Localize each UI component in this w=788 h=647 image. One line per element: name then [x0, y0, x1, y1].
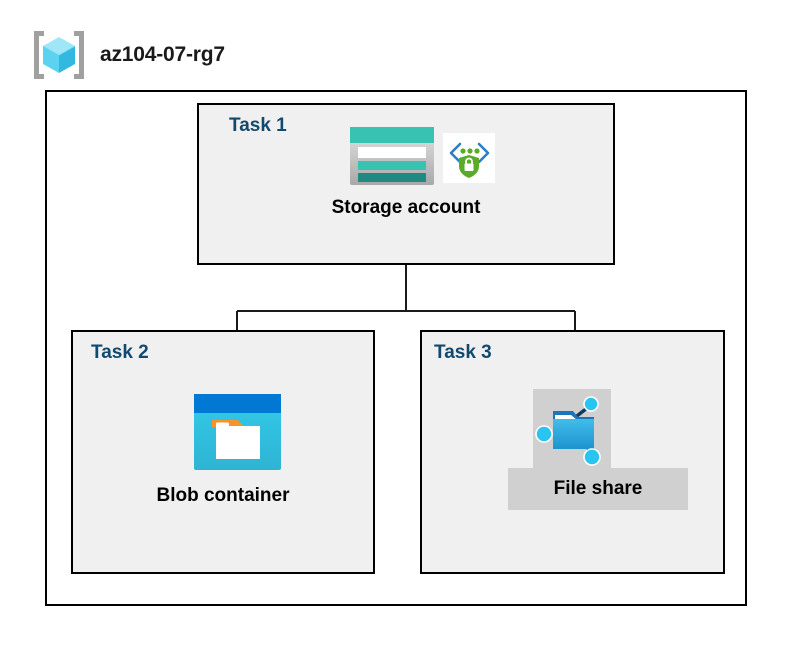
file-share-icon — [533, 389, 611, 476]
file-share-label-highlight — [508, 468, 688, 510]
storage-account-icon — [348, 125, 436, 192]
resource-group-name: az104-07-rg7 — [100, 43, 225, 66]
task-2-label: Task 2 — [91, 342, 149, 363]
resource-group-header: az104-07-rg7 — [30, 27, 225, 83]
private-endpoint-icon — [443, 133, 495, 188]
task-3-label: Task 3 — [434, 342, 492, 363]
task-1-label: Task 1 — [229, 115, 287, 136]
storage-account-node — [348, 122, 500, 192]
resource-group-cube-icon — [30, 29, 88, 81]
blob-container-caption: Blob container — [156, 485, 290, 506]
file-share-caption: File share — [553, 478, 643, 499]
blob-container-icon — [192, 392, 283, 477]
storage-account-caption: Storage account — [331, 197, 481, 218]
